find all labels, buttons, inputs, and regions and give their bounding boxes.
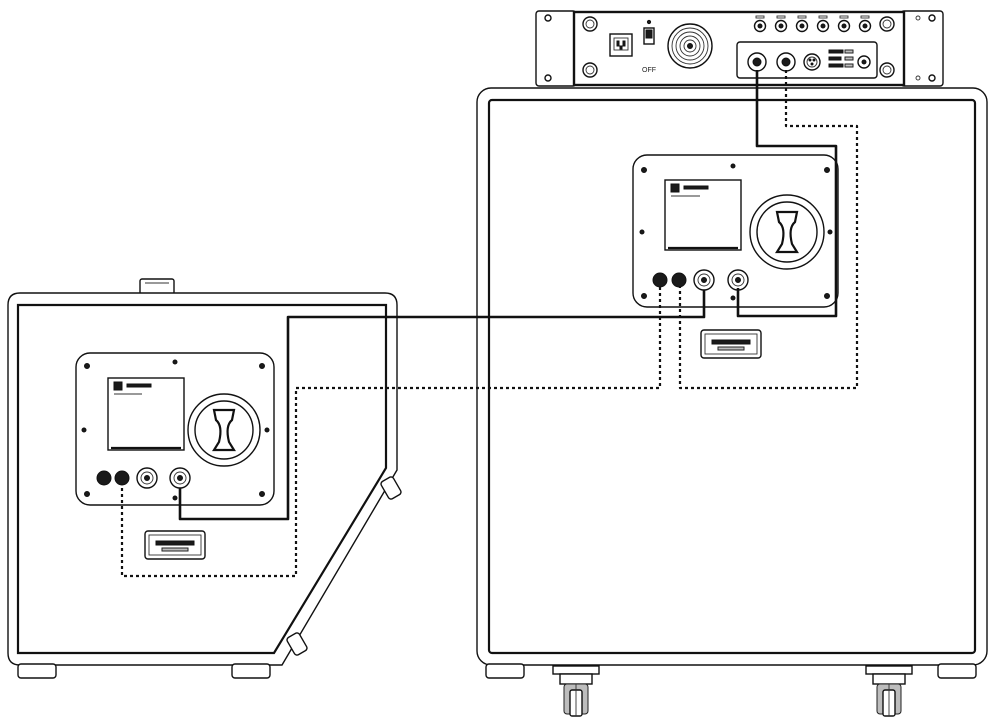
right-cabinet-outer	[476, 87, 988, 666]
screw-icon	[824, 293, 830, 299]
caster-wheel-icon	[552, 665, 600, 717]
screw-icon	[824, 167, 830, 173]
spec-label	[107, 377, 185, 451]
xlr-connector-icon	[803, 53, 821, 71]
speakon-connector-icon	[136, 467, 158, 489]
logo-badge-icon	[144, 530, 206, 560]
screw-icon	[84, 491, 90, 497]
screw-icon	[928, 74, 936, 82]
speakon-connector-icon	[671, 272, 687, 288]
right-cabinet	[476, 87, 988, 717]
right-input-plate	[632, 154, 839, 308]
power-switch-label: OFF	[642, 67, 656, 74]
screw-icon	[730, 163, 736, 169]
screw-icon	[264, 427, 270, 433]
screw-icon	[259, 491, 265, 497]
rack-ear-left	[535, 10, 577, 87]
spec-label	[664, 179, 742, 251]
speakon-connector-icon	[652, 272, 668, 288]
screw-icon	[641, 167, 647, 173]
control-knobs-row	[753, 15, 872, 33]
foot	[17, 663, 57, 679]
speakon-connector-icon	[114, 470, 130, 486]
side-handle	[380, 476, 402, 500]
screw-icon	[639, 229, 645, 235]
cooling-fan-icon	[667, 23, 713, 69]
panel-corner-knobs	[582, 16, 895, 78]
cable-amp-to-right-cabinet	[736, 70, 838, 318]
screw-icon	[84, 363, 90, 369]
indicator-blocks	[828, 49, 871, 69]
amplifier-head: OFF	[535, 10, 944, 87]
right-cabinet-inner	[487, 98, 977, 655]
foot	[231, 663, 271, 679]
power-inlet-icon	[609, 33, 633, 57]
foot	[937, 663, 977, 679]
rack-ear-right	[900, 10, 944, 87]
screw-icon	[172, 495, 178, 501]
cable-right-to-left-cabinet	[178, 290, 706, 521]
screw-icon	[259, 363, 265, 369]
carry-handle-icon	[187, 393, 261, 467]
screw-icon	[928, 14, 936, 22]
screw-icon	[827, 229, 833, 235]
side-handle	[286, 632, 308, 656]
screw-icon	[544, 14, 552, 22]
left-cabinet-inner	[16, 303, 388, 655]
logo-badge-icon	[700, 329, 762, 359]
screw-icon	[915, 75, 921, 81]
cable-amp-to-right-cabinet-dashed	[678, 70, 859, 390]
carry-handle-icon	[749, 194, 825, 270]
screw-icon	[730, 295, 736, 301]
top-port	[139, 278, 175, 295]
cable-right-to-left-cabinet-dashed	[120, 287, 662, 578]
left-cabinet	[7, 278, 402, 679]
screw-icon	[81, 427, 87, 433]
caster-wheel-icon	[865, 665, 913, 717]
screw-icon	[172, 359, 178, 365]
speakon-connector-icon	[727, 269, 749, 291]
output-section	[736, 41, 878, 79]
screw-icon	[915, 15, 921, 21]
screw-icon	[641, 293, 647, 299]
power-switch-icon	[643, 19, 655, 45]
foot	[485, 663, 525, 679]
speakon-connector-icon	[96, 470, 112, 486]
screw-icon	[544, 74, 552, 82]
left-input-plate	[75, 352, 275, 506]
